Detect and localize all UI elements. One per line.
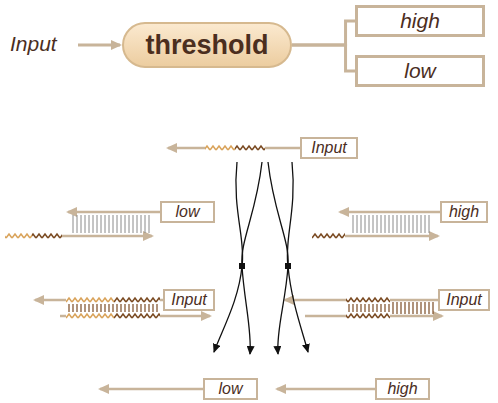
base-pairs	[350, 215, 432, 233]
strand-gap	[346, 296, 390, 304]
strand	[277, 388, 375, 391]
strand-tag: low	[160, 201, 215, 223]
node-text: high	[400, 9, 440, 33]
node-text: Input	[446, 291, 482, 309]
strand-gap	[205, 144, 235, 152]
strand-tag: Input	[438, 289, 490, 311]
toehold-segment	[346, 312, 390, 320]
strand-tag: Input	[300, 137, 358, 159]
toehold-segment	[114, 312, 160, 320]
strand-gap	[312, 232, 345, 240]
strand-gap	[66, 296, 114, 304]
threshold-pill: threshold	[122, 22, 292, 68]
strand-gap	[66, 312, 114, 320]
node-text: high	[387, 380, 417, 398]
node-text: low	[218, 380, 242, 398]
toehold-segment	[235, 144, 265, 152]
junction-dot	[285, 263, 291, 269]
input-arrow	[78, 44, 120, 47]
junction-dot	[239, 263, 245, 269]
toehold-segment	[205, 144, 235, 152]
strand	[100, 388, 203, 391]
strand-gap	[114, 312, 160, 320]
strand	[68, 211, 160, 214]
reaction-arrow	[214, 162, 243, 352]
node-text: threshold	[145, 30, 268, 61]
node-text: low	[175, 203, 199, 221]
toehold-segment	[312, 232, 345, 240]
strand-gap	[346, 312, 390, 320]
strand-tag: high	[375, 378, 430, 400]
strand-gap	[5, 232, 32, 240]
toehold-segment	[66, 312, 114, 320]
base-pairs	[70, 215, 150, 233]
node-text: Input	[171, 291, 207, 309]
strand-tag: low	[203, 378, 258, 400]
strand	[340, 211, 440, 214]
input-label: Input	[10, 32, 57, 56]
strand-tag: Input	[163, 289, 215, 311]
toehold-segment	[5, 232, 32, 240]
toehold-segment	[346, 296, 390, 304]
strand-gap	[32, 232, 62, 240]
strand-gap	[114, 296, 160, 304]
toehold-segment	[66, 296, 114, 304]
toehold-segment	[32, 232, 62, 240]
toehold-segment	[114, 296, 160, 304]
reaction-arrow	[287, 162, 308, 352]
output-box: high	[355, 5, 485, 37]
node-text: high	[449, 203, 479, 221]
reaction-arrow	[268, 162, 288, 354]
output-box: low	[355, 55, 485, 87]
node-text: Input	[311, 139, 347, 157]
bracket-connector	[292, 45, 355, 71]
strand-tag: high	[440, 201, 488, 223]
strand-gap	[235, 144, 265, 152]
bracket-connector	[292, 21, 355, 45]
reaction-arrow	[242, 162, 262, 354]
node-text: low	[404, 59, 436, 83]
